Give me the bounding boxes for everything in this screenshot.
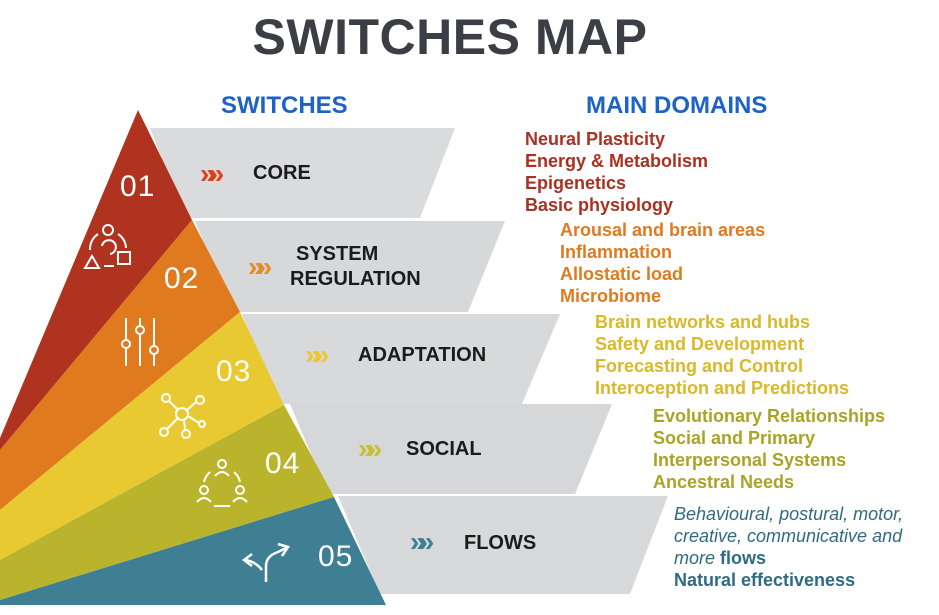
domain-item: Interpersonal Systems [653, 450, 847, 470]
flows-line-1: Behavioural, postural, motor, [674, 504, 904, 524]
band-social [0, 405, 334, 600]
flows-line-2: creative, communicative and [674, 526, 903, 546]
switch-number-01: 01 [120, 170, 156, 203]
flows-line-3-bold: flows [720, 548, 767, 568]
domains-regulation: Arousal and brain areas Inflammation All… [560, 219, 765, 307]
people-cycle-icon [196, 459, 248, 507]
band-flows [0, 497, 386, 605]
switch-number-04: 04 [265, 447, 301, 480]
switch-number-05: 05 [318, 540, 354, 573]
flows-line-3: more flows [674, 547, 903, 569]
domain-item: Basic physiology [525, 195, 674, 215]
band-core [0, 110, 192, 450]
switch-number-03: 03 [216, 355, 252, 388]
flows-line-3-italic: more [674, 548, 716, 568]
switch-label-regulation-1: SYSTEM [296, 243, 379, 265]
banner-regulation [195, 221, 505, 312]
domains-social: Evolutionary Relationships Social and Pr… [653, 405, 885, 493]
domain-item: Arousal and brain areas [560, 220, 766, 240]
cycle-shapes-icon [83, 224, 131, 269]
band-regulation [0, 220, 240, 510]
domains-core: Neural Plasticity Energy & Metabolism Ep… [525, 128, 708, 216]
domain-item: Interoception and Predictions [595, 378, 850, 398]
switch-label-core: CORE [253, 162, 311, 184]
domain-item: Social and Primary [653, 428, 816, 448]
chevron-flows-icon: »» [410, 526, 434, 557]
switch-label-adaptation: ADAPTATION [358, 344, 487, 366]
domain-item: Energy & Metabolism [525, 151, 709, 171]
sliders-icon [121, 318, 159, 366]
domain-item: Forecasting and Control [595, 356, 804, 376]
banner-adaptation [242, 314, 560, 404]
domain-item: Microbiome [560, 286, 662, 306]
chevron-core-icon: »» [200, 158, 224, 189]
chevron-social-icon: »» [358, 433, 382, 464]
banner-core [150, 128, 455, 218]
domain-item: Ancestral Needs [653, 472, 795, 492]
switch-number-02: 02 [164, 262, 200, 295]
domain-item: Inflammation [560, 242, 673, 262]
chevron-regulation-icon: »» [248, 251, 272, 282]
split-arrows-icon [241, 542, 290, 582]
domains-adaptation: Brain networks and hubs Safety and Devel… [595, 311, 849, 399]
banner-social [290, 404, 612, 494]
network-nodes-icon [159, 393, 206, 439]
switches-header: SWITCHES [221, 92, 348, 119]
switch-label-social: SOCIAL [406, 438, 482, 460]
domains-header: MAIN DOMAINS [586, 92, 768, 119]
domain-item: Brain networks and hubs [595, 312, 811, 332]
domain-item: Epigenetics [525, 173, 627, 193]
switch-label-flows: FLOWS [464, 532, 537, 554]
page-title: SWITCHES MAP [252, 9, 648, 65]
domain-item: Allostatic load [560, 264, 684, 284]
domain-item: Safety and Development [595, 334, 805, 354]
domain-item: Neural Plasticity [525, 129, 666, 149]
chevron-adaptation-icon: »» [305, 339, 329, 370]
banner-flows [338, 496, 668, 594]
band-adaptation [0, 312, 284, 560]
domains-flows: Behavioural, postural, motor, creative, … [674, 503, 903, 591]
switch-label-regulation-2: REGULATION [290, 268, 421, 290]
flows-line-4: Natural effectiveness [674, 570, 856, 590]
domain-item: Evolutionary Relationships [653, 406, 886, 426]
